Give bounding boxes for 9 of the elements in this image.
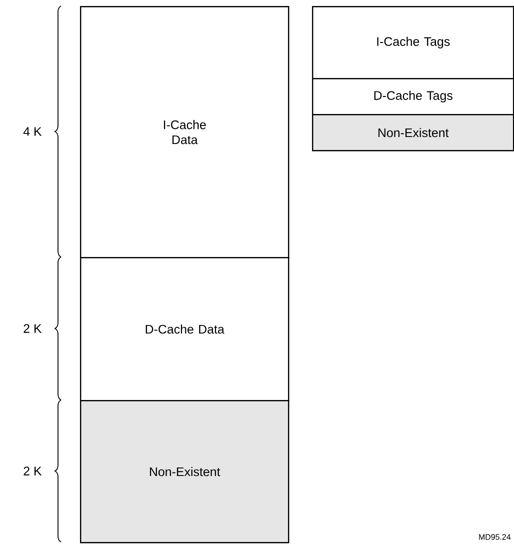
memory-block: Non-Existent: [80, 400, 290, 544]
size-label: 2 K: [24, 466, 42, 476]
tag-block: Non-Existent: [312, 114, 514, 152]
size-label: 2 K: [24, 324, 42, 333]
tag-block: I-Cache Tags: [312, 6, 514, 80]
memory-block: D-Cache Data: [80, 257, 290, 402]
size-label: 4 K: [23, 127, 42, 136]
memory-block: I-Cache Data: [80, 6, 290, 258]
tag-block: D-Cache Tags: [312, 78, 514, 116]
